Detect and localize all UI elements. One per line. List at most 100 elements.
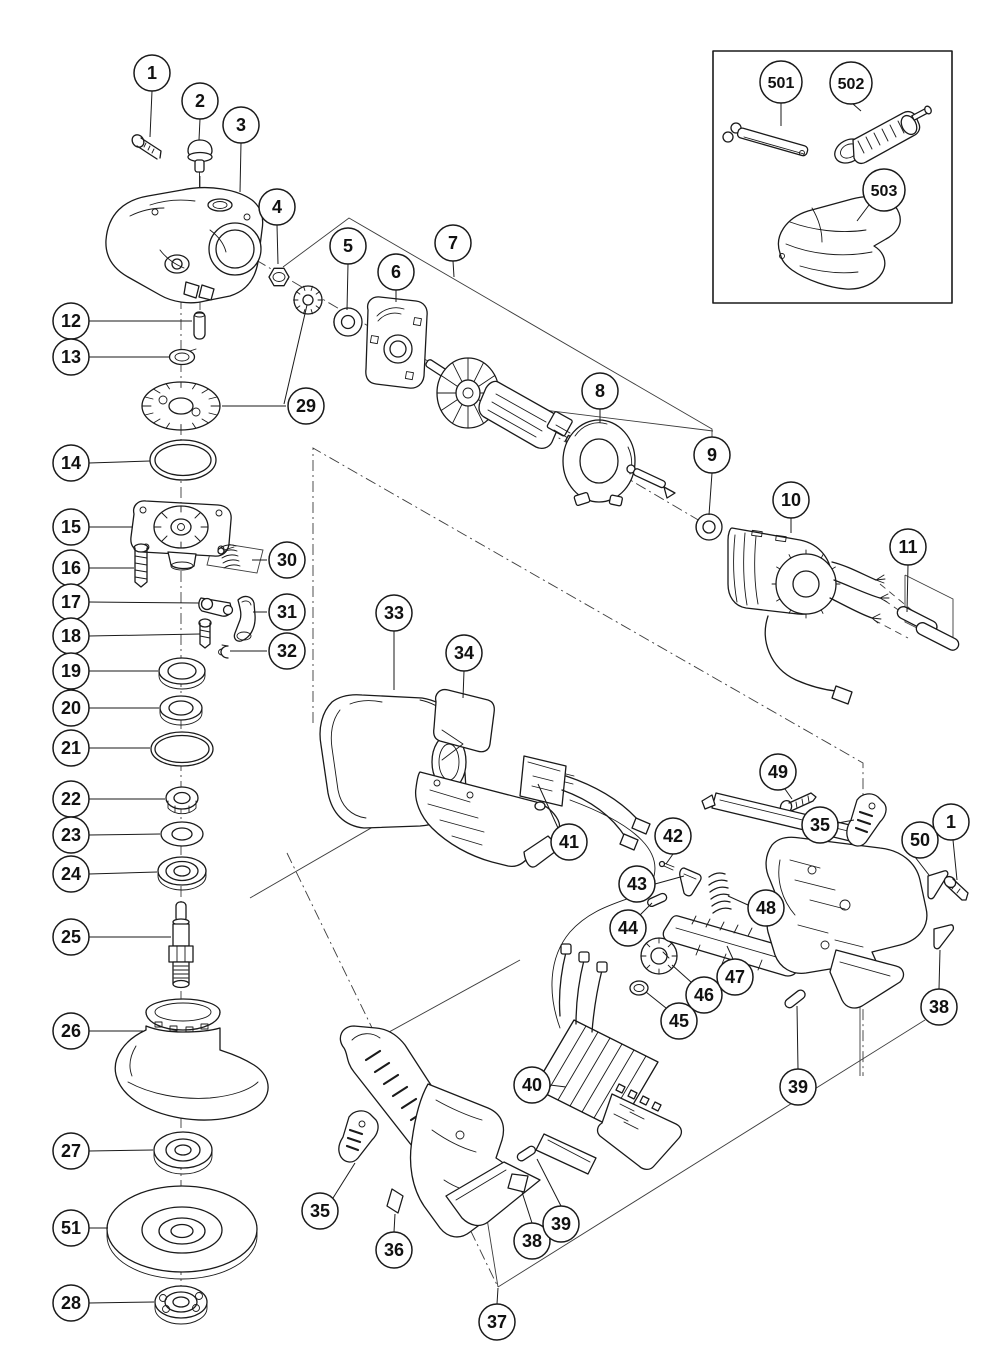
balloon-25[interactable]: 25: [52, 918, 90, 956]
balloon-1[interactable]: 1: [133, 54, 171, 92]
balloon-45[interactable]: 45: [660, 1002, 698, 1040]
balloon-44[interactable]: 44: [609, 909, 647, 947]
balloon-circle[interactable]: [779, 1068, 817, 1106]
balloon-503[interactable]: 503: [862, 168, 906, 212]
balloon-29[interactable]: 29: [287, 387, 325, 425]
balloon-circle[interactable]: [550, 823, 588, 861]
balloon-circle[interactable]: [478, 1303, 516, 1341]
balloon-35[interactable]: 35: [801, 806, 839, 844]
balloon-49[interactable]: 49: [759, 753, 797, 791]
balloon-43[interactable]: 43: [618, 865, 656, 903]
balloon-circle[interactable]: [268, 593, 306, 631]
balloon-18[interactable]: 18: [52, 617, 90, 655]
balloon-46[interactable]: 46: [685, 976, 723, 1014]
balloon-501[interactable]: 501: [759, 60, 803, 104]
balloon-32[interactable]: 32: [268, 632, 306, 670]
balloon-circle[interactable]: [772, 481, 810, 519]
balloon-circle[interactable]: [901, 821, 939, 859]
balloon-circle[interactable]: [375, 1231, 413, 1269]
balloon-circle[interactable]: [581, 372, 619, 410]
balloon-circle[interactable]: [222, 106, 260, 144]
balloon-24[interactable]: 24: [52, 855, 90, 893]
balloon-10[interactable]: 10: [772, 481, 810, 519]
balloon-circle[interactable]: [377, 253, 415, 291]
balloon-circle[interactable]: [716, 958, 754, 996]
balloon-circle[interactable]: [52, 338, 90, 376]
balloon-circle[interactable]: [52, 508, 90, 546]
balloon-circle[interactable]: [542, 1205, 580, 1243]
balloon-circle[interactable]: [52, 689, 90, 727]
balloon-circle[interactable]: [513, 1066, 551, 1104]
balloon-40[interactable]: 40: [513, 1066, 551, 1104]
balloon-circle[interactable]: [513, 1222, 551, 1260]
balloon-circle[interactable]: [287, 387, 325, 425]
balloon-circle[interactable]: [52, 444, 90, 482]
balloon-42[interactable]: 42: [654, 817, 692, 855]
balloon-circle[interactable]: [52, 1284, 90, 1322]
balloon-circle[interactable]: [301, 1192, 339, 1230]
balloon-30[interactable]: 30: [268, 541, 306, 579]
balloon-circle[interactable]: [258, 188, 296, 226]
balloon-48[interactable]: 48: [747, 889, 785, 927]
balloon-circle[interactable]: [693, 436, 731, 474]
balloon-circle[interactable]: [932, 803, 970, 841]
balloon-41[interactable]: 41: [550, 823, 588, 861]
balloon-17[interactable]: 17: [52, 583, 90, 621]
balloon-circle[interactable]: [52, 918, 90, 956]
balloon-2[interactable]: 2: [181, 82, 219, 120]
balloon-5[interactable]: 5: [329, 227, 367, 265]
balloon-circle[interactable]: [52, 816, 90, 854]
balloon-circle[interactable]: [654, 817, 692, 855]
balloon-circle[interactable]: [759, 753, 797, 791]
balloon-circle[interactable]: [52, 729, 90, 767]
balloon-38[interactable]: 38: [513, 1222, 551, 1260]
balloon-9[interactable]: 9: [693, 436, 731, 474]
balloon-4[interactable]: 4: [258, 188, 296, 226]
balloon-22[interactable]: 22: [52, 780, 90, 818]
balloon-8[interactable]: 8: [581, 372, 619, 410]
balloon-circle[interactable]: [52, 1012, 90, 1050]
balloon-6[interactable]: 6: [377, 253, 415, 291]
balloon-circle[interactable]: [759, 60, 803, 104]
balloon-47[interactable]: 47: [716, 958, 754, 996]
balloon-20[interactable]: 20: [52, 689, 90, 727]
balloon-31[interactable]: 31: [268, 593, 306, 631]
balloon-11[interactable]: 11: [889, 528, 927, 566]
balloon-circle[interactable]: [52, 652, 90, 690]
balloon-circle[interactable]: [889, 528, 927, 566]
balloon-circle[interactable]: [52, 1209, 90, 1247]
balloon-circle[interactable]: [268, 541, 306, 579]
balloon-circle[interactable]: [660, 1002, 698, 1040]
balloon-3[interactable]: 3: [222, 106, 260, 144]
balloon-circle[interactable]: [609, 909, 647, 947]
balloon-circle[interactable]: [329, 227, 367, 265]
balloon-circle[interactable]: [52, 855, 90, 893]
balloon-36[interactable]: 36: [375, 1231, 413, 1269]
balloon-28[interactable]: 28: [52, 1284, 90, 1322]
balloon-51[interactable]: 51: [52, 1209, 90, 1247]
balloon-circle[interactable]: [445, 634, 483, 672]
balloon-16[interactable]: 16: [52, 549, 90, 587]
balloon-circle[interactable]: [920, 988, 958, 1026]
balloon-12[interactable]: 12: [52, 302, 90, 340]
balloon-23[interactable]: 23: [52, 816, 90, 854]
balloon-circle[interactable]: [268, 632, 306, 670]
balloon-circle[interactable]: [747, 889, 785, 927]
balloon-39[interactable]: 39: [779, 1068, 817, 1106]
balloon-27[interactable]: 27: [52, 1132, 90, 1170]
balloon-circle[interactable]: [862, 168, 906, 212]
balloon-50[interactable]: 50: [901, 821, 939, 859]
balloon-37[interactable]: 37: [478, 1303, 516, 1341]
balloon-circle[interactable]: [618, 865, 656, 903]
balloon-circle[interactable]: [133, 54, 171, 92]
balloon-circle[interactable]: [434, 224, 472, 262]
balloon-7[interactable]: 7: [434, 224, 472, 262]
balloon-circle[interactable]: [685, 976, 723, 1014]
balloon-14[interactable]: 14: [52, 444, 90, 482]
balloon-34[interactable]: 34: [445, 634, 483, 672]
balloon-circle[interactable]: [181, 82, 219, 120]
balloon-circle[interactable]: [52, 1132, 90, 1170]
balloon-39[interactable]: 39: [542, 1205, 580, 1243]
balloon-1[interactable]: 1: [932, 803, 970, 841]
balloon-circle[interactable]: [801, 806, 839, 844]
